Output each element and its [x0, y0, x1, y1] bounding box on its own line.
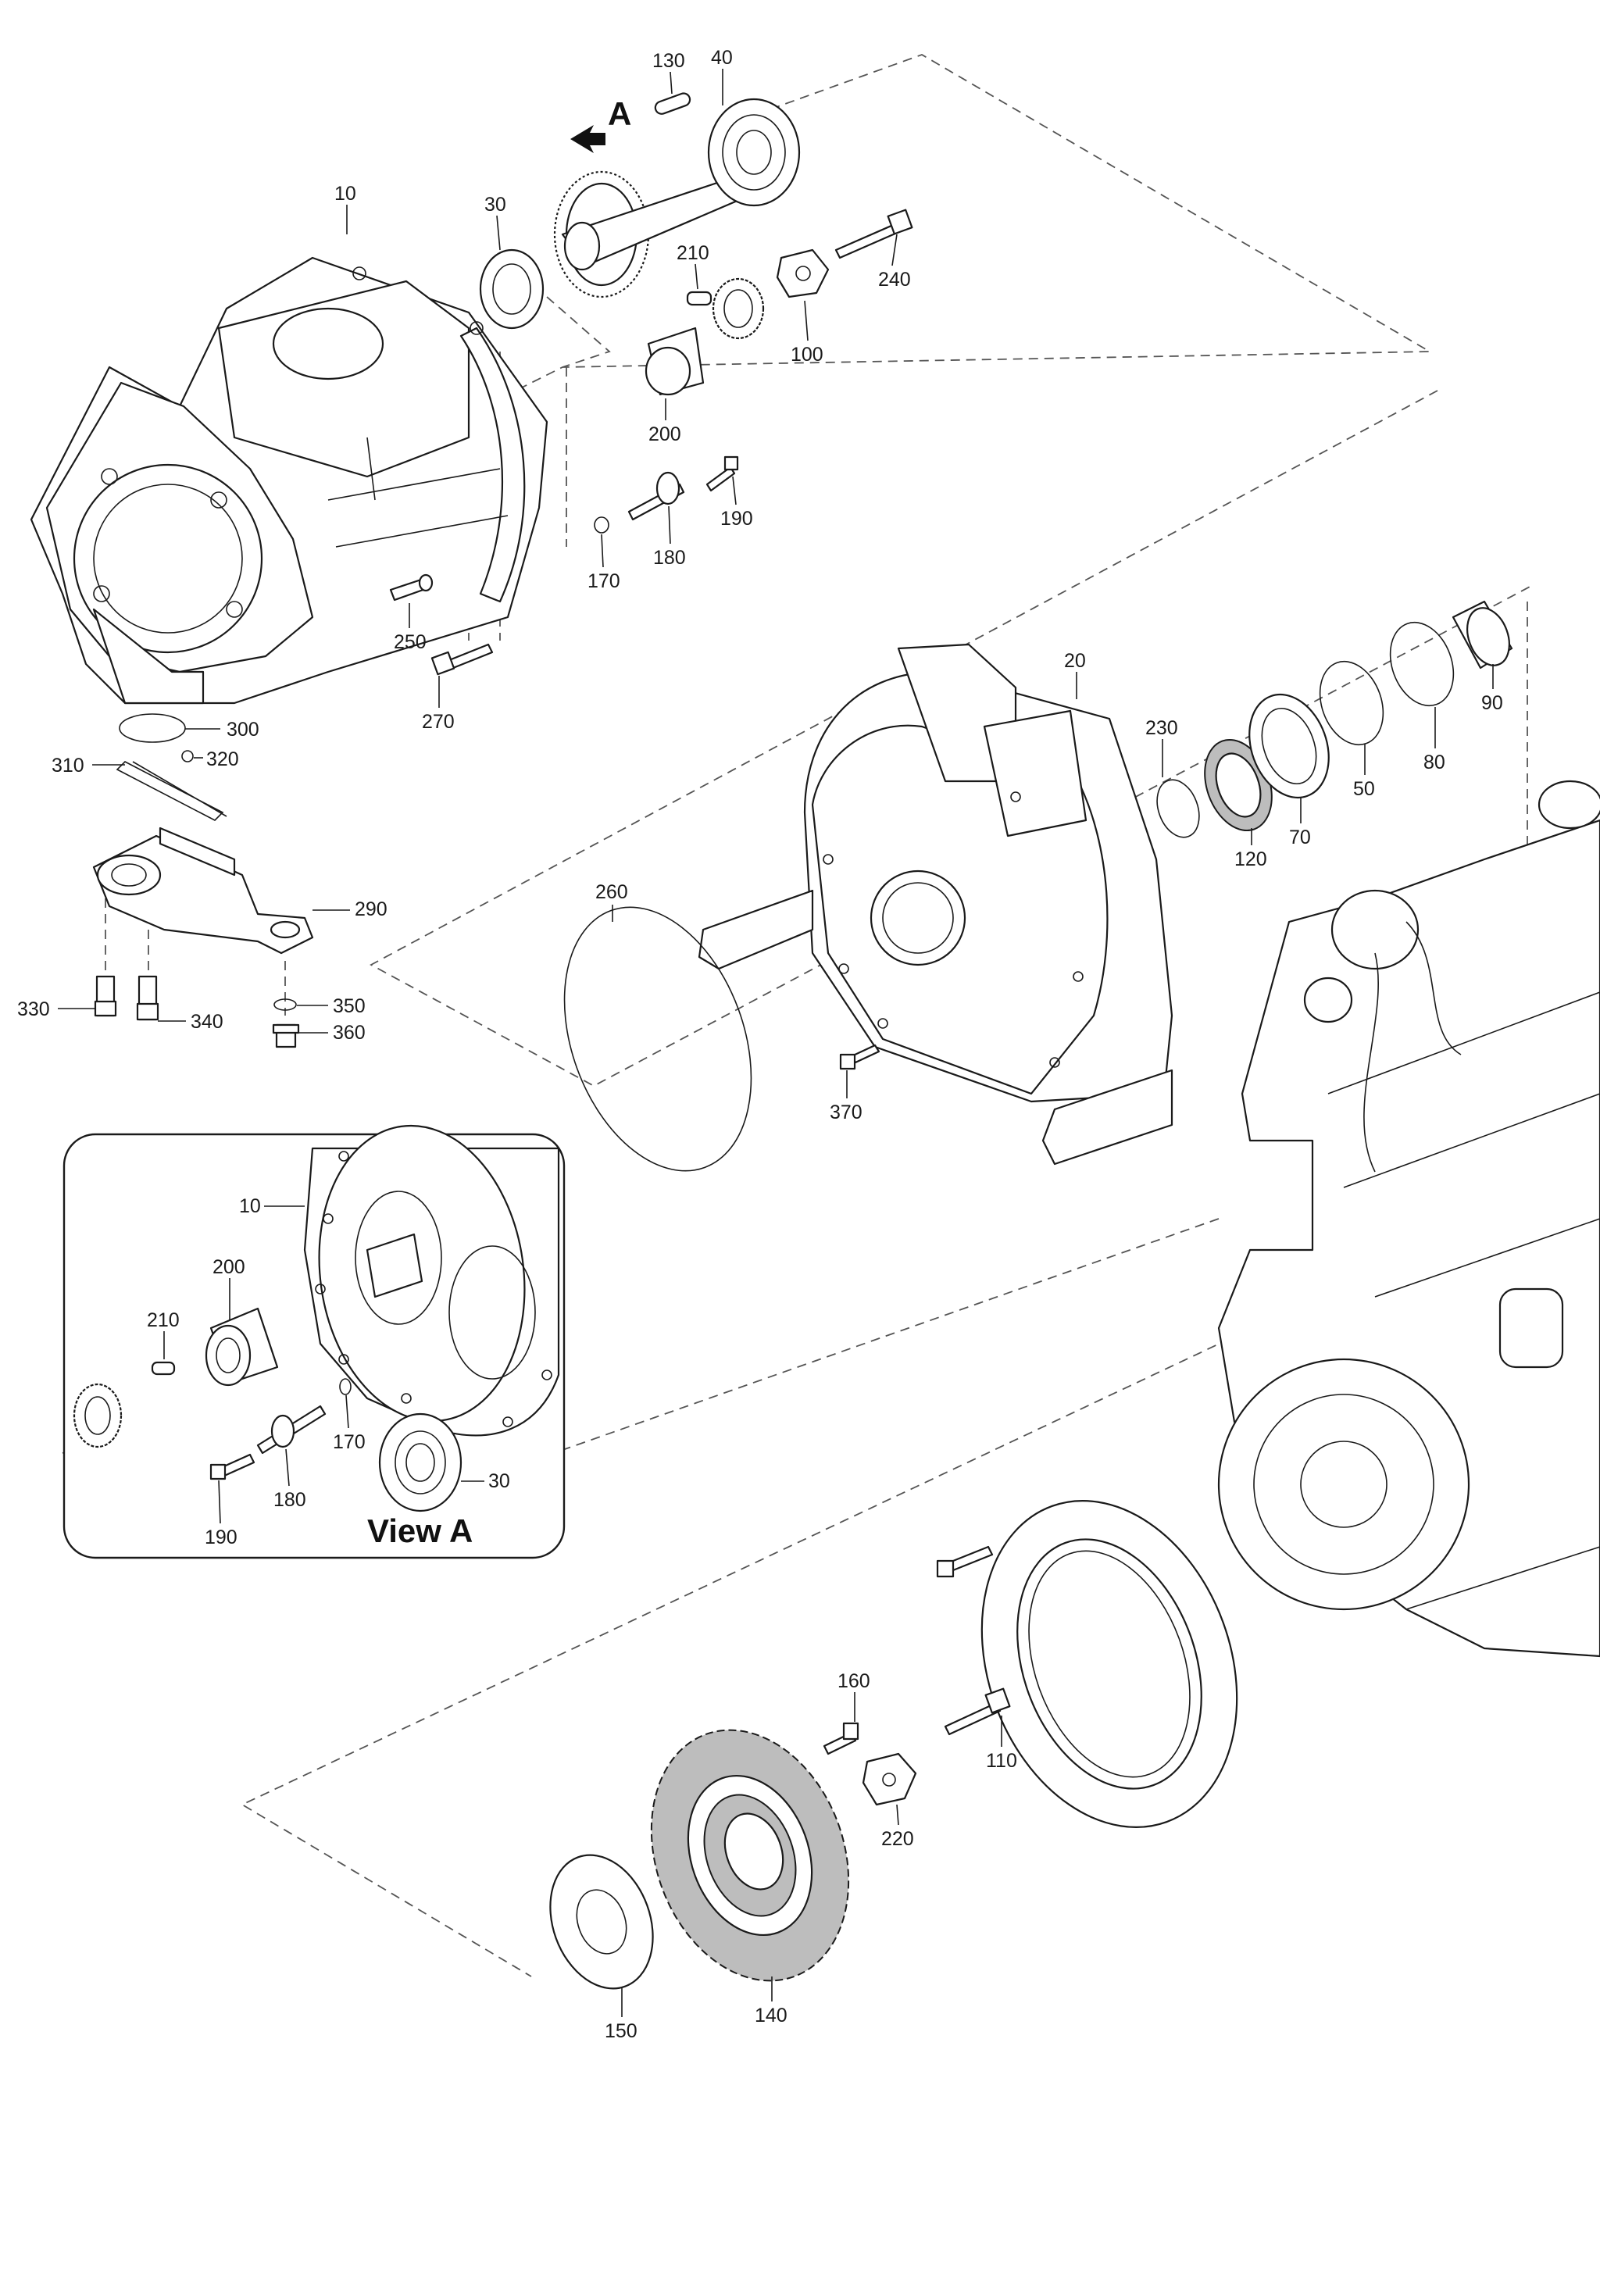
hex-nut-220 [862, 1752, 917, 1806]
snap-ring-230 [1156, 779, 1200, 838]
shaft-180 [627, 471, 685, 521]
inset-label-210: 210 [147, 1309, 180, 1331]
label-140: 140 [755, 2005, 788, 2026]
o-ring-300 [119, 713, 186, 743]
key-130 [654, 92, 691, 115]
o-ring-320 [181, 750, 194, 762]
bushing-200 [645, 327, 705, 396]
snap-ring-80 [1389, 621, 1455, 707]
label-230: 230 [1145, 717, 1178, 739]
drive-gear-shaft [553, 170, 752, 298]
bolt-270 [430, 643, 494, 676]
label-370: 370 [830, 1102, 862, 1123]
o-ring-50 [1319, 660, 1384, 746]
gearbox-housing [30, 256, 548, 705]
seal-carrier-70 [1248, 693, 1330, 799]
label-40: 40 [711, 47, 733, 69]
inset-label-30: 30 [488, 1470, 510, 1492]
label-260: 260 [595, 881, 628, 903]
label-250: 250 [394, 631, 427, 653]
view-a-arrow: A [570, 95, 631, 153]
adapter-housing [698, 643, 1173, 1166]
label-120: 120 [1234, 848, 1267, 870]
label-350: 350 [333, 995, 366, 1017]
label-180: 180 [653, 547, 686, 569]
arrow-letter: A [608, 95, 631, 132]
ring-170 [594, 516, 609, 534]
flex-coupling-140 [650, 1729, 850, 1982]
label-320: 320 [206, 748, 239, 770]
seal-310 [116, 761, 227, 821]
label-270: 270 [422, 711, 455, 733]
screw-340 [136, 975, 159, 1021]
inset-label-190: 190 [205, 1527, 238, 1548]
label-200: 200 [648, 423, 681, 445]
label-100: 100 [791, 344, 823, 366]
bearing-40 [707, 98, 801, 207]
o-ring-260 [563, 906, 752, 1172]
hub-flange-150 [549, 1854, 654, 1990]
inset-label-180: 180 [273, 1489, 306, 1511]
bolt-370 [839, 1044, 880, 1070]
label-290: 290 [355, 898, 388, 920]
label-310: 310 [52, 755, 84, 777]
label-190: 190 [720, 508, 753, 530]
label-110: 110 [986, 1750, 1017, 1772]
screw-330 [94, 975, 117, 1017]
label-150: 150 [605, 2020, 638, 2042]
upper-bolt [936, 1545, 994, 1578]
view-a-inset: 10 200 210 170 180 190 30 View A [62, 1124, 566, 1559]
label-160: 160 [838, 1670, 870, 1692]
label-220: 220 [881, 1828, 914, 1850]
engine-block [1217, 780, 1600, 1658]
label-300: 300 [227, 719, 259, 741]
callout-labels: 10 30 130 40 210 240 100 200 190 180 170… [17, 47, 1503, 2042]
flywheel-housing-ring [980, 1500, 1238, 1828]
pinion-gear [712, 277, 765, 340]
label-70: 70 [1289, 827, 1311, 848]
plug-360 [272, 1023, 300, 1048]
label-360: 360 [333, 1022, 366, 1044]
hex-nut-100 [776, 248, 830, 298]
inset-label-200: 200 [212, 1256, 245, 1278]
inset-label-10: 10 [239, 1195, 261, 1217]
oil-connector-290 [92, 827, 314, 955]
pin-250 [389, 573, 434, 602]
label-80: 80 [1423, 752, 1445, 773]
label-90: 90 [1481, 692, 1503, 714]
bolt-240 [834, 209, 913, 259]
view-a-title: View A [367, 1512, 473, 1549]
label-20: 20 [1064, 650, 1086, 672]
bearing-30 [479, 248, 545, 330]
label-10: 10 [334, 183, 356, 205]
bolt-110 [944, 1687, 1011, 1736]
key-210 [686, 291, 712, 306]
label-170: 170 [588, 570, 620, 592]
label-50: 50 [1353, 778, 1375, 800]
bushing-90 [1452, 600, 1513, 670]
inset-label-170: 170 [333, 1431, 366, 1453]
bolt-160 [823, 1722, 859, 1755]
seal-350 [273, 998, 297, 1011]
label-130: 130 [652, 50, 685, 72]
bolt-190 [705, 455, 739, 492]
label-210: 210 [677, 242, 709, 264]
label-240: 240 [878, 269, 911, 291]
label-340: 340 [191, 1011, 223, 1033]
label-30: 30 [484, 194, 506, 216]
label-330: 330 [17, 998, 50, 1020]
